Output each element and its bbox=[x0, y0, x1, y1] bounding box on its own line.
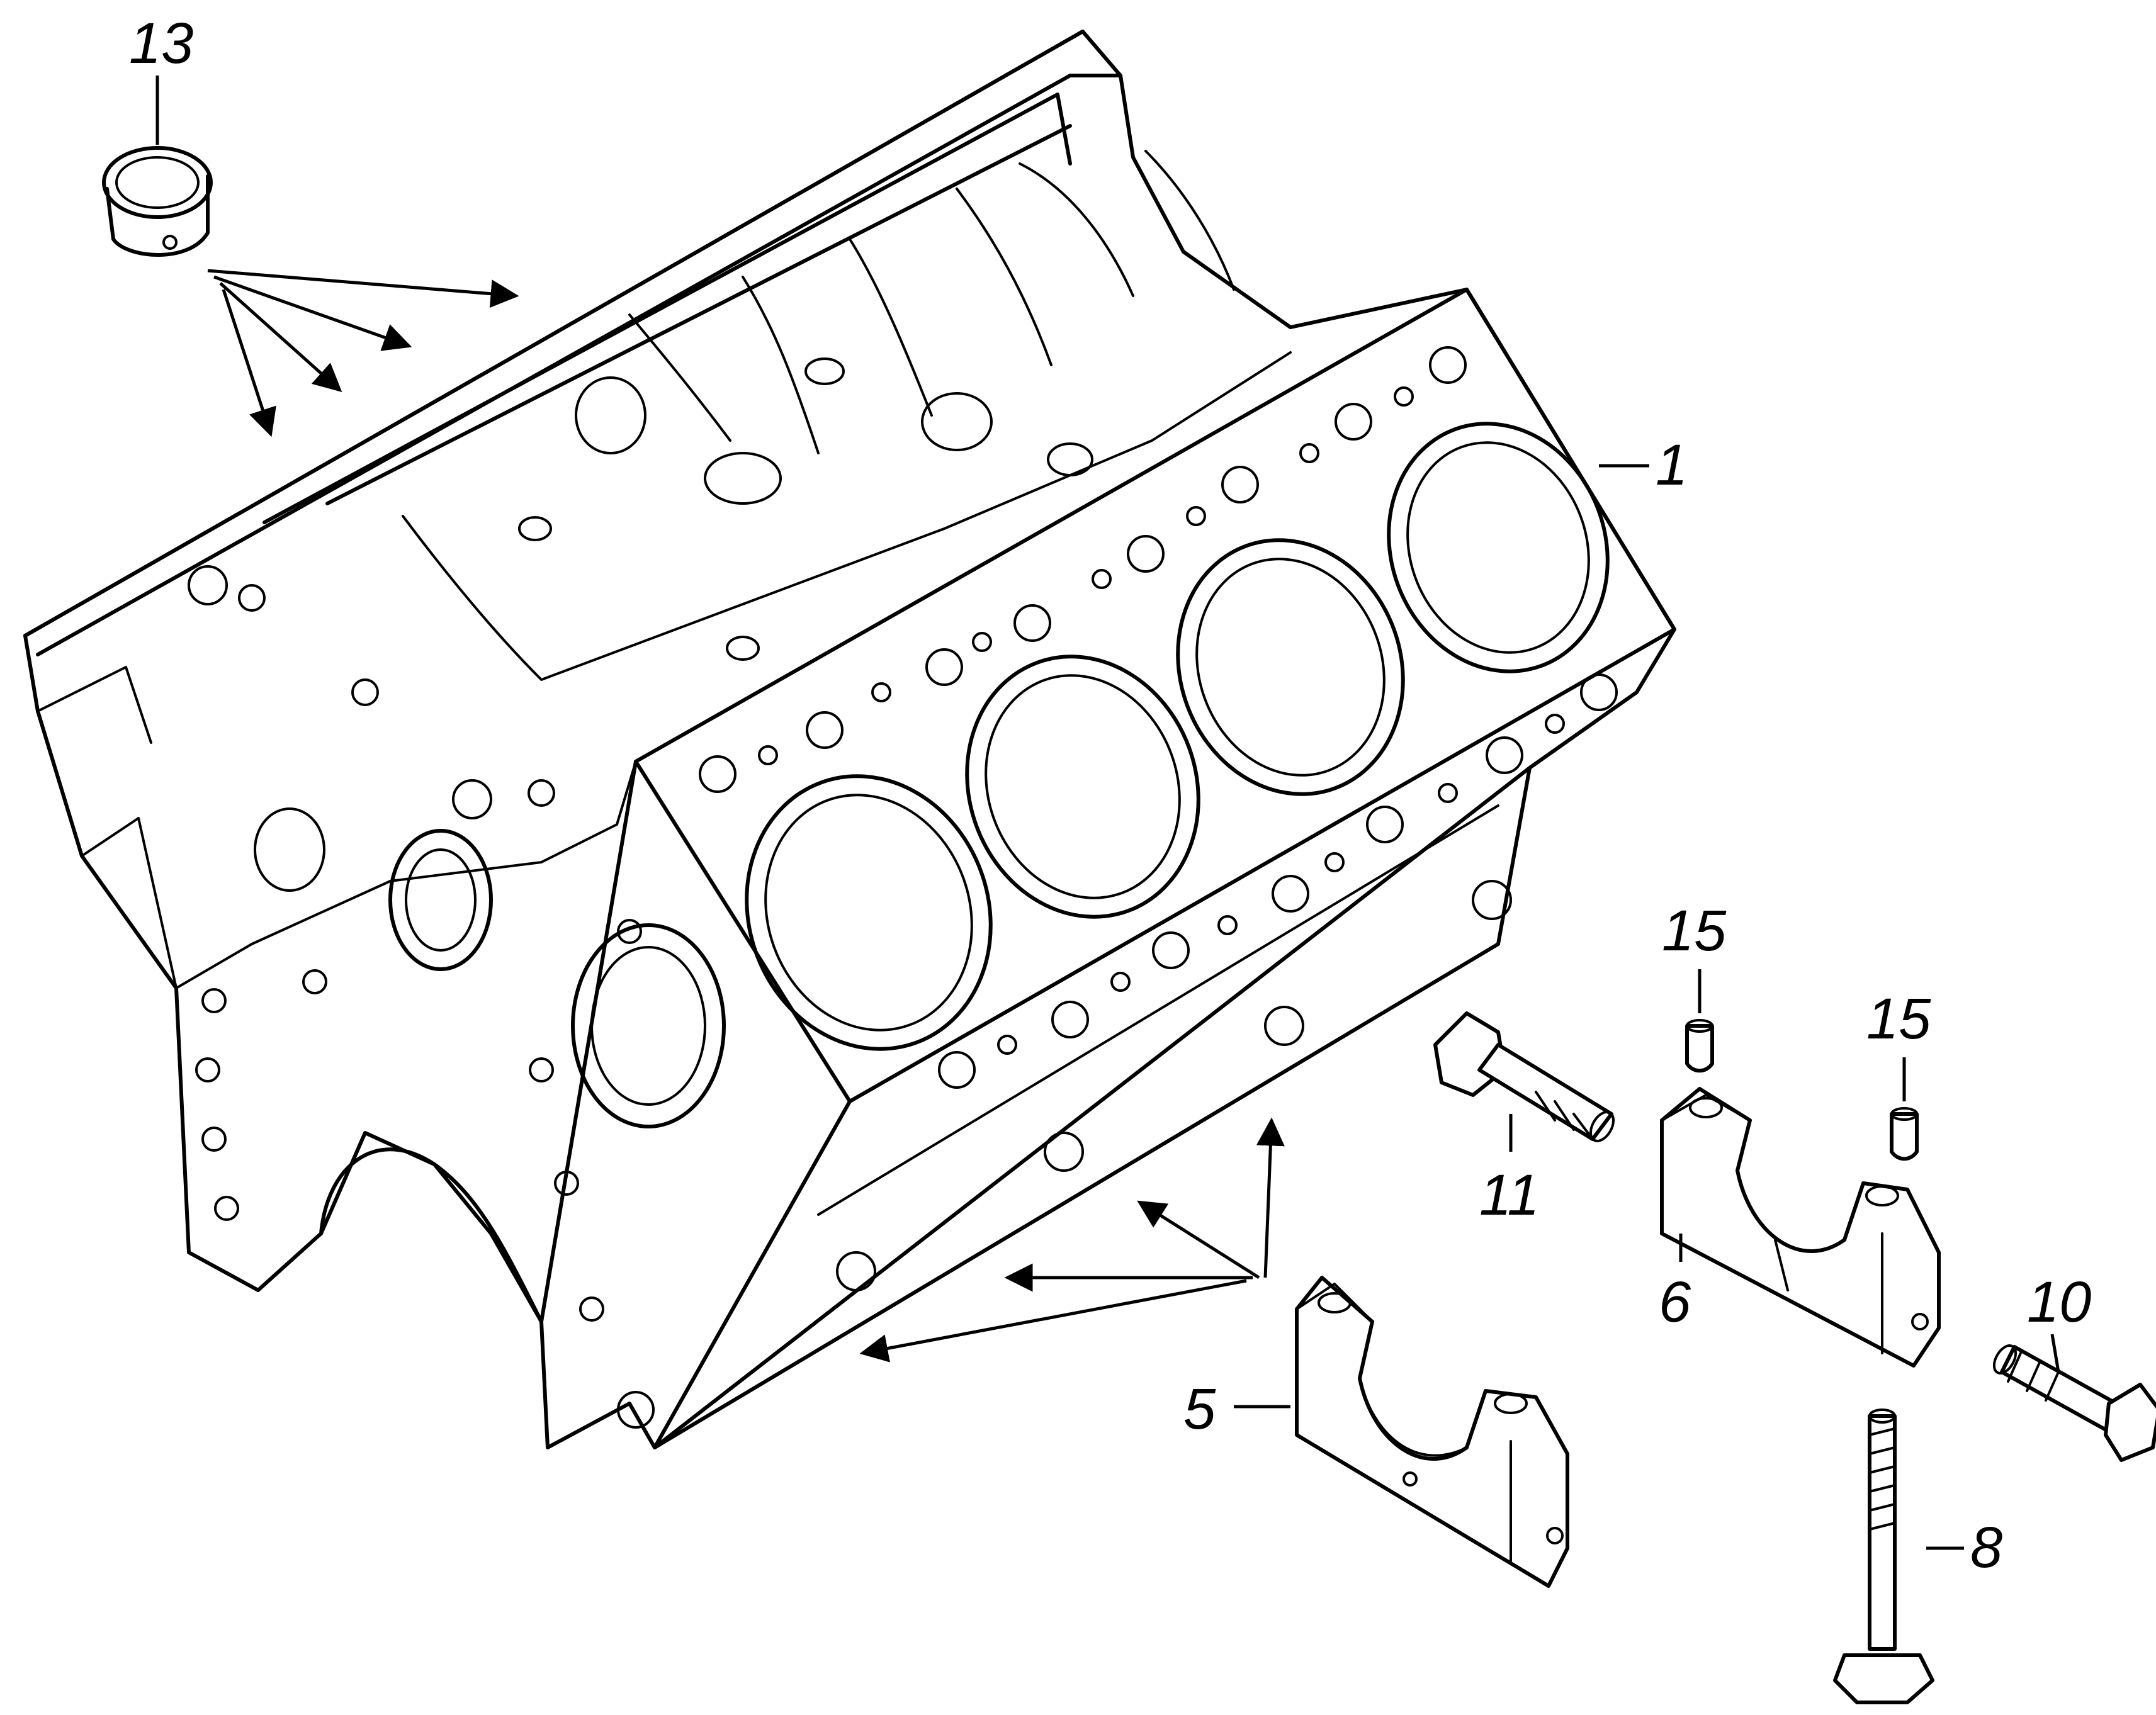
bolt-part-10 bbox=[1992, 1344, 2156, 1462]
bushing-part-13 bbox=[102, 146, 213, 257]
callout-11: 11 bbox=[1479, 1163, 1540, 1227]
callout-15-right: 15 bbox=[1866, 987, 1931, 1051]
bolt-part-11 bbox=[1433, 1011, 1615, 1142]
bearing-cap-part-6 bbox=[1660, 1087, 1941, 1368]
callout-6: 6 bbox=[1659, 1270, 1691, 1334]
dowel-pin-15b bbox=[1890, 1107, 1919, 1161]
callout-15-left: 15 bbox=[1662, 899, 1727, 963]
deck-bolt-holes bbox=[699, 346, 1618, 1089]
dowel-pin-15a bbox=[1685, 1019, 1714, 1073]
bearing-cap-part-5 bbox=[1295, 1276, 1569, 1588]
callout-13: 13 bbox=[129, 11, 193, 76]
direction-arrows-top bbox=[207, 269, 519, 437]
leader-lines bbox=[155, 76, 2060, 1550]
callout-8: 8 bbox=[1970, 1515, 2002, 1580]
engine-block bbox=[23, 30, 1676, 1449]
cylinder-bores bbox=[745, 422, 1610, 1051]
callout-5: 5 bbox=[1183, 1377, 1216, 1441]
bolt-part-8 bbox=[1833, 1409, 1934, 1704]
callout-1: 1 bbox=[1656, 433, 1688, 497]
callout-10: 10 bbox=[2027, 1270, 2091, 1334]
direction-arrows-bottom bbox=[859, 1117, 1285, 1363]
